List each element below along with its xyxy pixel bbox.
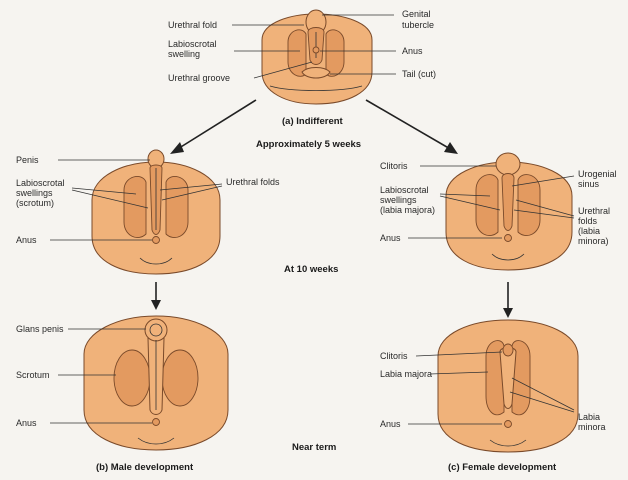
male-term-leaders <box>50 328 152 424</box>
label-male-labioscrotal-1: Labioscrotal <box>16 178 65 188</box>
stage-10-weeks: At 10 weeks <box>284 264 338 275</box>
label-anus-top: Anus <box>402 46 423 56</box>
label-urethral-groove: Urethral groove <box>168 73 230 83</box>
female-10-figure <box>445 152 573 271</box>
arrow-male-down <box>151 282 161 310</box>
stage-5-weeks: Approximately 5 weeks <box>256 139 361 150</box>
label-male-labioscrotal-2: swellings <box>16 188 53 198</box>
label-urethral-folds-f-3: (labia <box>578 226 600 236</box>
label-anus-female-term: Anus <box>380 419 401 429</box>
label-anus-male-10: Anus <box>16 235 37 245</box>
title-male-development: (b) Male development <box>96 462 194 473</box>
label-labia-minora-1: Labia <box>578 412 600 422</box>
label-genital-tubercle-1: Genital <box>402 9 431 19</box>
label-female-labioscrotal-3: (labia majora) <box>380 205 435 215</box>
label-anus-female-10: Anus <box>380 233 401 243</box>
label-urethral-folds-f-4: minora) <box>578 236 609 246</box>
label-labioscrotal-swelling-1: Labioscrotal <box>168 39 217 49</box>
label-glans-penis: Glans penis <box>16 324 64 334</box>
label-labioscrotal-swelling-2: swelling <box>168 49 200 59</box>
female-term-leaders <box>408 351 575 425</box>
arrow-female-down <box>503 282 513 318</box>
indifferent-leaders <box>232 14 396 79</box>
label-urethral-fold: Urethral fold <box>168 20 217 30</box>
arrow-to-female <box>365 99 458 154</box>
male-10-leaders <box>50 159 223 241</box>
label-clitoris-term: Clitoris <box>380 351 408 361</box>
label-tail-cut: Tail (cut) <box>402 69 436 79</box>
arrow-to-male <box>170 99 257 154</box>
label-scrotum: Scrotum <box>16 370 50 380</box>
label-genital-tubercle-2: tubercle <box>402 20 434 30</box>
label-urogenial-2: sinus <box>578 179 600 189</box>
label-penis: Penis <box>16 155 39 165</box>
label-urethral-folds-male: Urethral folds <box>226 177 280 187</box>
label-urethral-folds-f-2: folds <box>578 216 598 226</box>
label-clitoris-10: Clitoris <box>380 161 408 171</box>
title-female-development: (c) Female development <box>448 462 557 473</box>
stage-near-term: Near term <box>292 442 336 453</box>
label-male-labioscrotal-3: (scrotum) <box>16 198 54 208</box>
female-term-figure <box>437 319 579 453</box>
male-term-figure <box>83 315 229 451</box>
label-urogenial-1: Urogenial <box>578 169 617 179</box>
label-female-labioscrotal-2: swellings <box>380 195 417 205</box>
male-10-figure <box>91 149 221 275</box>
label-urethral-folds-f-1: Urethral <box>578 206 610 216</box>
label-labia-majora: Labia majora <box>380 369 432 379</box>
label-female-labioscrotal-1: Labioscrotal <box>380 185 429 195</box>
label-labia-minora-2: minora <box>578 422 606 432</box>
label-anus-male-term: Anus <box>16 418 37 428</box>
title-indifferent: (a) Indifferent <box>282 116 344 127</box>
indifferent-figure <box>261 9 373 105</box>
female-10-leaders <box>408 165 575 239</box>
